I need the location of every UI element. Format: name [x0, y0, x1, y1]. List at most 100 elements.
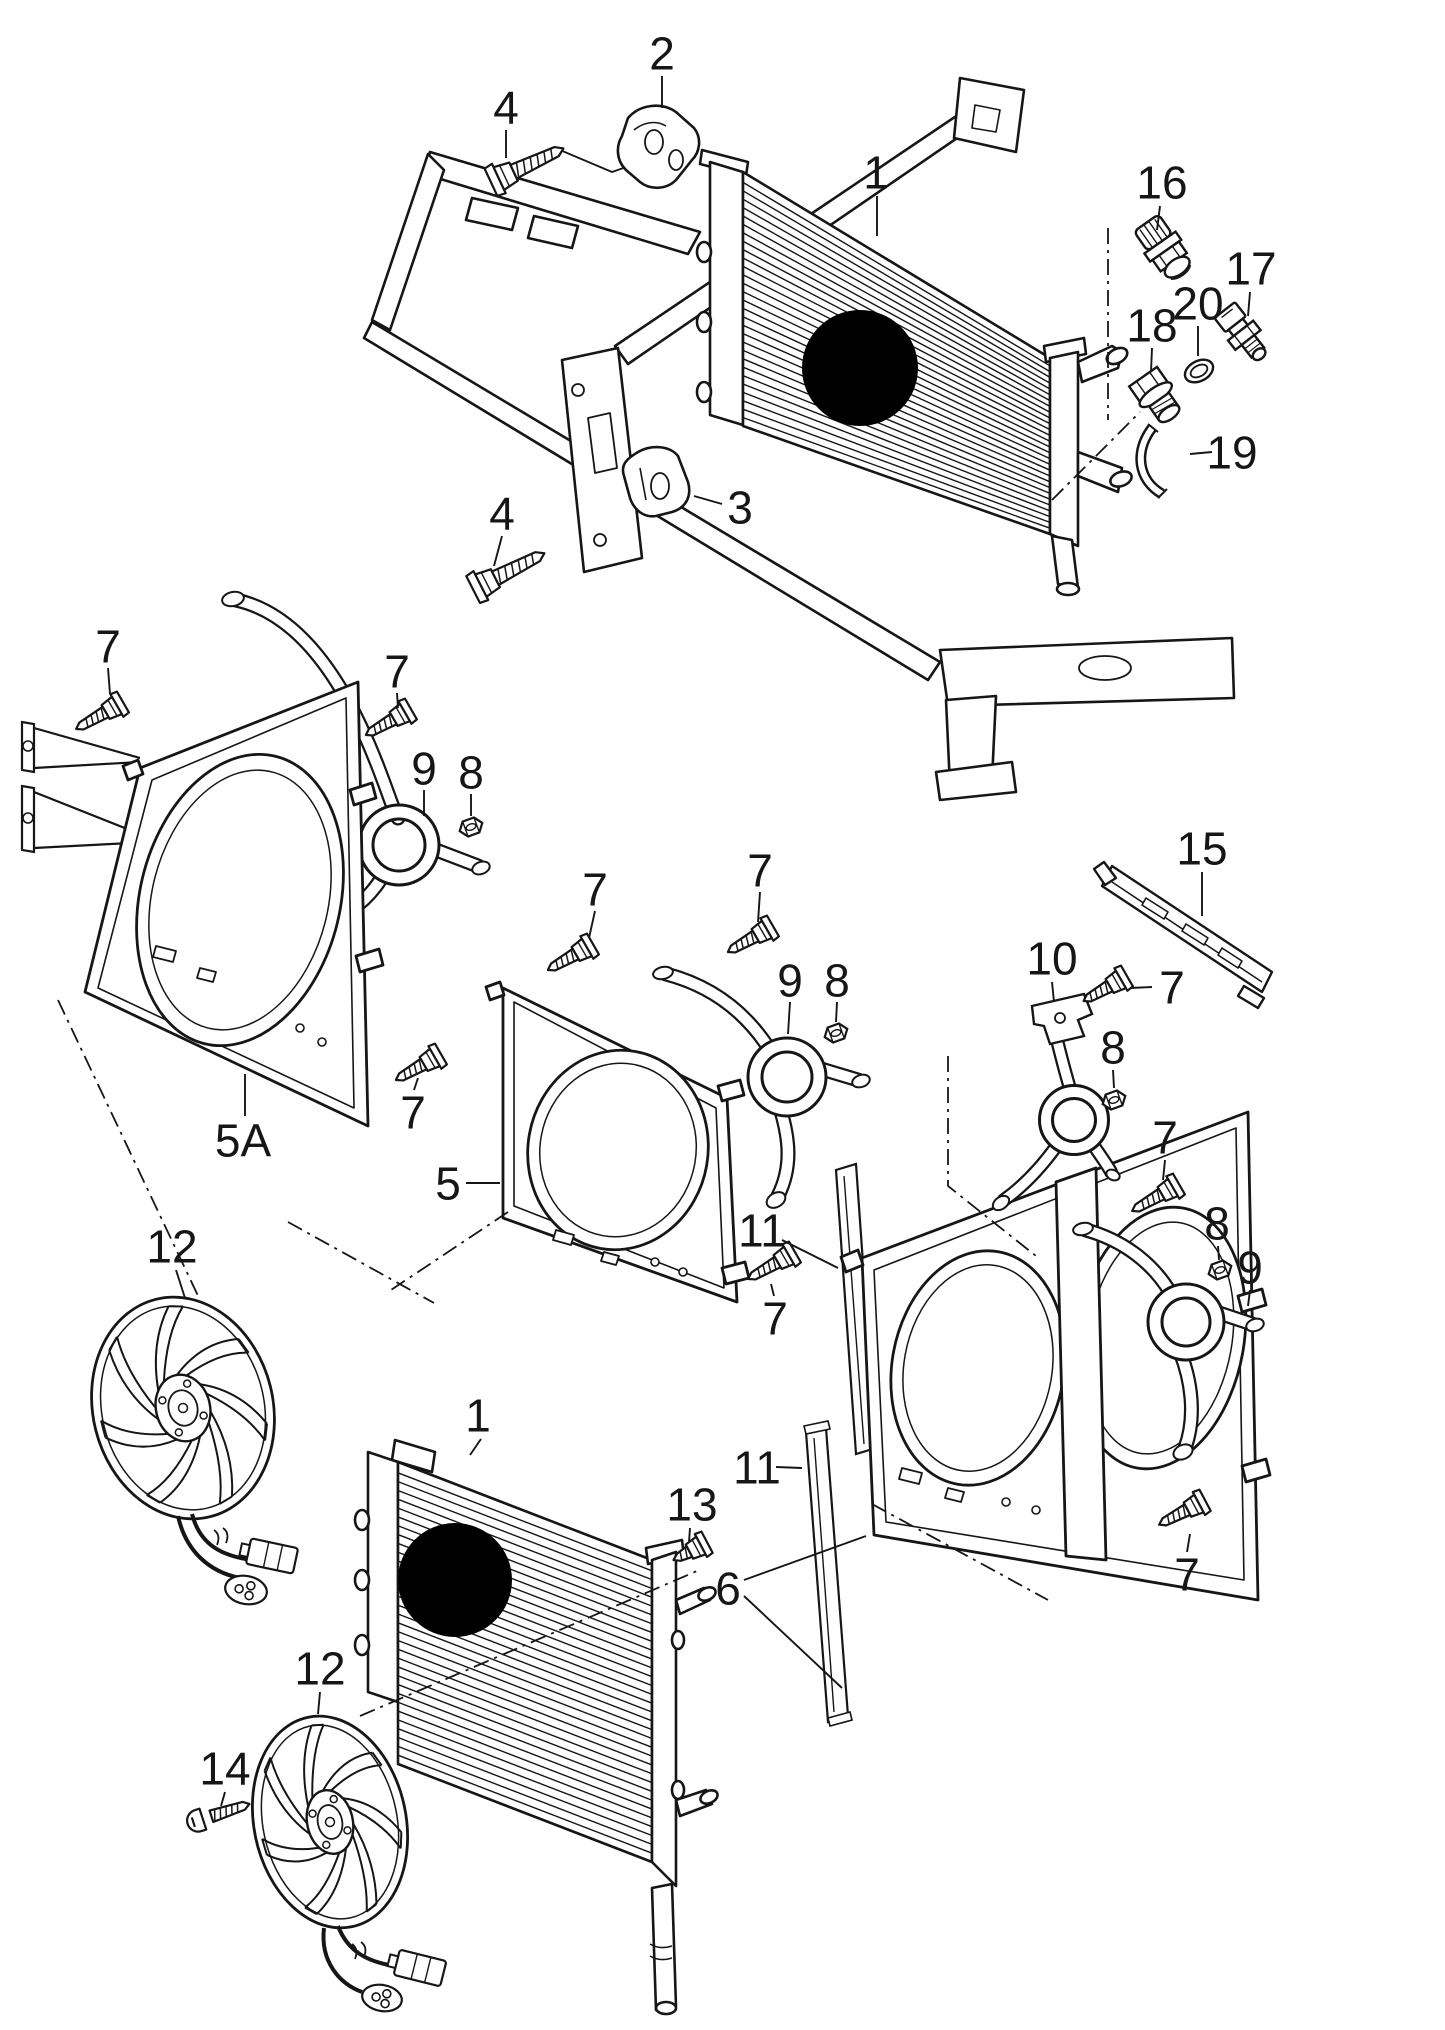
connector-plug — [386, 1949, 447, 1987]
callout-7: 7 — [1174, 1549, 1200, 1601]
hex-screw — [1082, 964, 1135, 1003]
callout-11: 11 — [733, 1442, 781, 1494]
callout-14: 14 — [199, 1743, 250, 1795]
callout-1: 1 — [465, 1390, 491, 1442]
axis-lines — [57, 228, 1141, 1717]
leader-line — [1162, 1159, 1166, 1181]
connector-socket — [224, 1574, 268, 1606]
leader-line — [787, 1001, 791, 1035]
fan-switch-16 — [1134, 215, 1192, 280]
callout-10: 10 — [1026, 933, 1077, 985]
callout-4: 4 — [489, 488, 515, 540]
fan-shroud-5a — [83, 680, 385, 1128]
callout-9: 9 — [1237, 1242, 1263, 1294]
leader-line — [413, 1077, 419, 1091]
leader-line — [317, 1691, 321, 1715]
bracket-assembly-10 — [991, 992, 1121, 1212]
callout-17: 17 — [1225, 243, 1276, 295]
pipe-9-shroud5 — [652, 965, 871, 1209]
nuts-layer — [458, 816, 1233, 1281]
callout-11: 11 — [738, 1205, 786, 1257]
leader-line — [688, 1527, 691, 1543]
leader-line — [835, 1001, 838, 1023]
callout-4: 4 — [493, 82, 519, 134]
blackout-dot-bottom — [398, 1523, 512, 1637]
radiator-bottom — [353, 1438, 719, 2016]
callout-15: 15 — [1176, 823, 1227, 875]
radiator-top — [695, 148, 1133, 597]
leader-lines — [107, 76, 1251, 1807]
callout-16: 16 — [1136, 157, 1187, 209]
callout-12: 12 — [294, 1643, 345, 1695]
leader-line — [1051, 981, 1055, 1003]
hex-screw — [747, 1240, 803, 1281]
leader-line — [396, 692, 399, 709]
connector-plug — [238, 1537, 299, 1575]
hex-nut — [1207, 1259, 1233, 1281]
callout-13: 13 — [666, 1479, 717, 1531]
callout-8: 8 — [458, 747, 484, 799]
leader-line — [693, 495, 723, 505]
rail-15 — [1092, 860, 1274, 1010]
leader-line — [175, 1269, 186, 1299]
leader-line — [1247, 1289, 1251, 1307]
connector-socket — [361, 1983, 403, 2013]
leader-line — [757, 891, 761, 923]
bracket-2 — [616, 104, 701, 190]
hex-screw — [1131, 1172, 1187, 1213]
fan-12-upper — [90, 1295, 276, 1521]
screws-layer — [75, 145, 1212, 1833]
callout-6: 6 — [715, 1563, 741, 1615]
leader-line — [1186, 1533, 1191, 1553]
leader-line — [493, 535, 503, 567]
leader-line — [1156, 205, 1161, 231]
callout-12: 12 — [146, 1221, 197, 1273]
fan-shroud-5 — [484, 980, 751, 1304]
hex-nut — [458, 816, 484, 838]
leader-line — [1217, 1245, 1220, 1261]
leader-line — [469, 1438, 482, 1456]
body-frame — [362, 76, 1236, 802]
hex-bolt — [465, 551, 546, 605]
o-ring-20 — [1183, 358, 1215, 384]
hex-nut — [1101, 1089, 1127, 1111]
callout-18: 18 — [1126, 300, 1177, 352]
callout-9: 9 — [777, 955, 803, 1007]
leader-line — [1189, 451, 1213, 455]
callout-3: 3 — [727, 482, 753, 534]
hex-nut — [823, 1022, 849, 1044]
leader-line — [743, 1535, 867, 1581]
switch-18 — [1127, 365, 1181, 424]
leader-line — [1150, 347, 1153, 373]
temp-sensor-17 — [1213, 301, 1267, 362]
callout-2: 2 — [649, 28, 675, 80]
leader-line — [743, 1595, 843, 1689]
callout-1: 1 — [863, 147, 889, 199]
callout-19: 19 — [1206, 427, 1257, 479]
hex-screw — [726, 914, 781, 954]
callout-7: 7 — [747, 845, 773, 897]
callout-9: 9 — [411, 743, 437, 795]
hex-screw — [1158, 1488, 1212, 1527]
hex-screw — [364, 697, 419, 737]
leader-line — [775, 1466, 803, 1469]
leader-line — [1112, 1069, 1115, 1089]
callout-7: 7 — [95, 621, 121, 673]
callout-20: 20 — [1172, 278, 1223, 330]
fan-12-lower-wiring — [321, 1925, 447, 2013]
callout-7: 7 — [1152, 1112, 1178, 1164]
callout-7: 7 — [762, 1293, 788, 1345]
seal-strip-11a — [803, 1420, 853, 1727]
leader-line — [781, 1239, 839, 1269]
callout-8: 8 — [824, 955, 850, 1007]
pipe-9-shroud6 — [1072, 1221, 1265, 1461]
callout-7: 7 — [1159, 962, 1185, 1014]
callout-5: 5 — [435, 1158, 461, 1210]
callout-8: 8 — [1100, 1022, 1126, 1074]
bracket-3 — [621, 445, 691, 518]
callout-8: 8 — [1204, 1198, 1230, 1250]
fan-shroud-6-double — [839, 1110, 1272, 1602]
hex-screw — [672, 1530, 714, 1562]
